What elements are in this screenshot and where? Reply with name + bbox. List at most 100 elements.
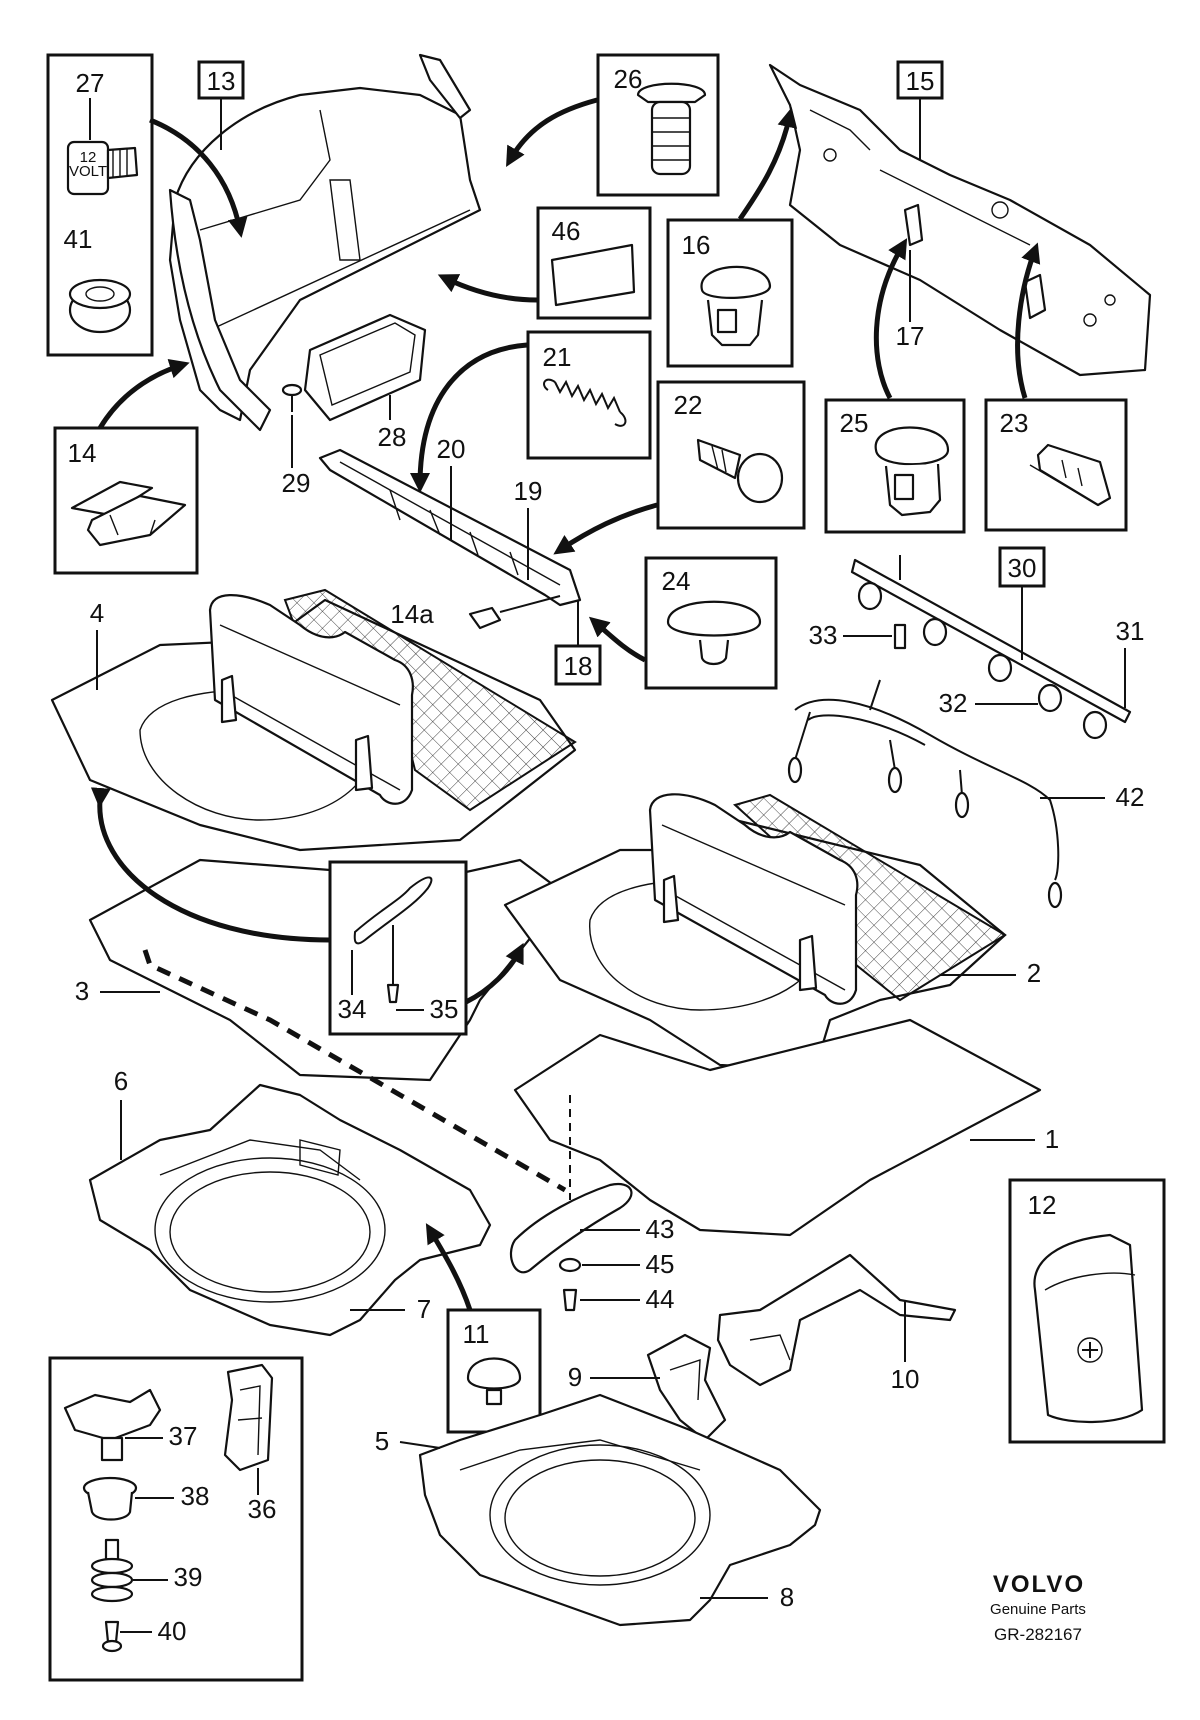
storage-tray-28: 28 xyxy=(303,313,427,452)
spare-wheel-carrier-6: 6 7 xyxy=(88,1066,492,1337)
clip-ring-icon xyxy=(68,278,132,334)
label-33: 33 xyxy=(809,620,838,650)
hook-rail-30 xyxy=(850,555,1132,740)
label-25: 25 xyxy=(840,408,869,438)
label-2: 2 xyxy=(1027,958,1041,988)
cargo-divider-left xyxy=(208,594,414,805)
side-trim-panel-13 xyxy=(168,53,482,432)
nut-icon xyxy=(82,1476,138,1521)
parts-box-11: 11 xyxy=(446,1308,542,1434)
label-44: 44 xyxy=(646,1284,675,1314)
parts-box-14: 14 xyxy=(53,426,199,575)
strap-43: 43 45 44 xyxy=(509,1095,675,1314)
trim-clip-icon xyxy=(700,265,772,347)
label-box-30: 30 xyxy=(998,546,1046,660)
label-36: 36 xyxy=(248,1494,277,1524)
parts-box-23: 23 xyxy=(984,398,1128,532)
cap-plug-icon xyxy=(666,600,762,666)
label-17-group: 17 xyxy=(896,250,925,351)
label-21: 21 xyxy=(543,342,572,372)
label-41: 41 xyxy=(64,224,93,254)
parts-box-36-40: 37 38 39 40 36 xyxy=(48,1356,304,1682)
label-8: 8 xyxy=(780,1582,794,1612)
label-30: 30 xyxy=(1008,553,1037,583)
svg-text:VOLT: VOLT xyxy=(69,163,107,180)
parts-box-21: 21 xyxy=(526,330,652,460)
label-27: 27 xyxy=(76,68,105,98)
trim-bracket-10: 10 xyxy=(716,1253,957,1394)
screw-33: 33 xyxy=(809,620,907,650)
label-39: 39 xyxy=(174,1562,203,1592)
label-31: 31 xyxy=(1116,616,1145,646)
label-34: 34 xyxy=(338,994,367,1024)
parts-box-12: 12 xyxy=(1008,1178,1166,1444)
pad-14a: 14a xyxy=(390,595,561,630)
hook-icon xyxy=(857,581,1108,740)
label-17: 17 xyxy=(896,321,925,351)
parts-box-16: 16 xyxy=(666,218,794,368)
label-23: 23 xyxy=(1000,408,1029,438)
label-20: 20 xyxy=(437,434,466,464)
label-1: 1 xyxy=(1045,1124,1059,1154)
label-4: 4 xyxy=(90,598,104,628)
label-14a: 14a xyxy=(390,599,434,629)
diagram-reference: GR-282167 xyxy=(994,1625,1082,1644)
parts-box-26: 26 xyxy=(596,53,720,197)
parts-box-46: 46 xyxy=(536,206,652,320)
label-19: 19 xyxy=(514,476,543,506)
label-32: 32 xyxy=(939,688,968,718)
label-5: 5 xyxy=(375,1426,389,1456)
parts-box-34-35: 34 35 xyxy=(328,860,468,1036)
clip-25-icon xyxy=(874,426,950,517)
label-10: 10 xyxy=(891,1364,920,1394)
mounting-bracket-36-icon xyxy=(223,1363,274,1472)
push-rivet-icon xyxy=(636,82,707,176)
label-28: 28 xyxy=(378,422,407,452)
label-16: 16 xyxy=(682,230,711,260)
label-38: 38 xyxy=(181,1481,210,1511)
wing-knob-icon xyxy=(63,1388,162,1462)
label-45: 45 xyxy=(646,1249,675,1279)
load-sill-20: 20 19 xyxy=(318,434,582,607)
first-aid-kit-icon xyxy=(1033,1233,1144,1424)
label-14: 14 xyxy=(68,438,97,468)
label-35: 35 xyxy=(430,994,459,1024)
floor-mat-1: 1 xyxy=(513,1018,1059,1237)
label-18: 18 xyxy=(564,651,593,681)
label-15: 15 xyxy=(906,66,935,96)
label-42: 42 xyxy=(1116,782,1145,812)
label-7: 7 xyxy=(417,1294,431,1324)
label-40: 40 xyxy=(158,1616,187,1646)
label-22: 22 xyxy=(674,390,703,420)
label-29: 29 xyxy=(282,468,311,498)
label-24: 24 xyxy=(662,566,691,596)
brand-subtitle: Genuine Parts xyxy=(990,1601,1086,1618)
svg-text:12: 12 xyxy=(80,149,97,166)
label-37: 37 xyxy=(169,1421,198,1451)
label-box-18: 18 xyxy=(554,600,602,686)
label-43: 43 xyxy=(646,1214,675,1244)
label-box-13: 13 xyxy=(197,60,245,150)
label-9: 9 xyxy=(568,1362,582,1392)
label-12: 12 xyxy=(1028,1190,1057,1220)
parts-box-24: 24 xyxy=(644,556,778,690)
socket-12v-icon: 12 VOLT xyxy=(66,140,139,196)
label-3: 3 xyxy=(75,976,89,1006)
label-32-group: 32 xyxy=(939,688,1038,718)
screw-29: 29 xyxy=(282,383,311,498)
floor-pan-5: 5 8 xyxy=(375,1393,822,1627)
label-26: 26 xyxy=(614,64,643,94)
cargo-divider-right xyxy=(648,793,859,1005)
label-46: 46 xyxy=(552,216,581,246)
bracket-9: 9 xyxy=(568,1333,727,1442)
parts-box-22: 22 xyxy=(656,380,806,530)
label-11: 11 xyxy=(463,1319,490,1349)
brand-block: VOLVO Genuine Parts GR-282167 xyxy=(990,1571,1086,1644)
brand-name: VOLVO xyxy=(993,1571,1085,1598)
label-6: 6 xyxy=(114,1066,128,1096)
side-trim-panel-15 xyxy=(768,63,1152,377)
strap-42: 42 xyxy=(787,679,1145,909)
plug-clip-icon xyxy=(696,438,784,504)
screw-icon xyxy=(101,1620,123,1653)
